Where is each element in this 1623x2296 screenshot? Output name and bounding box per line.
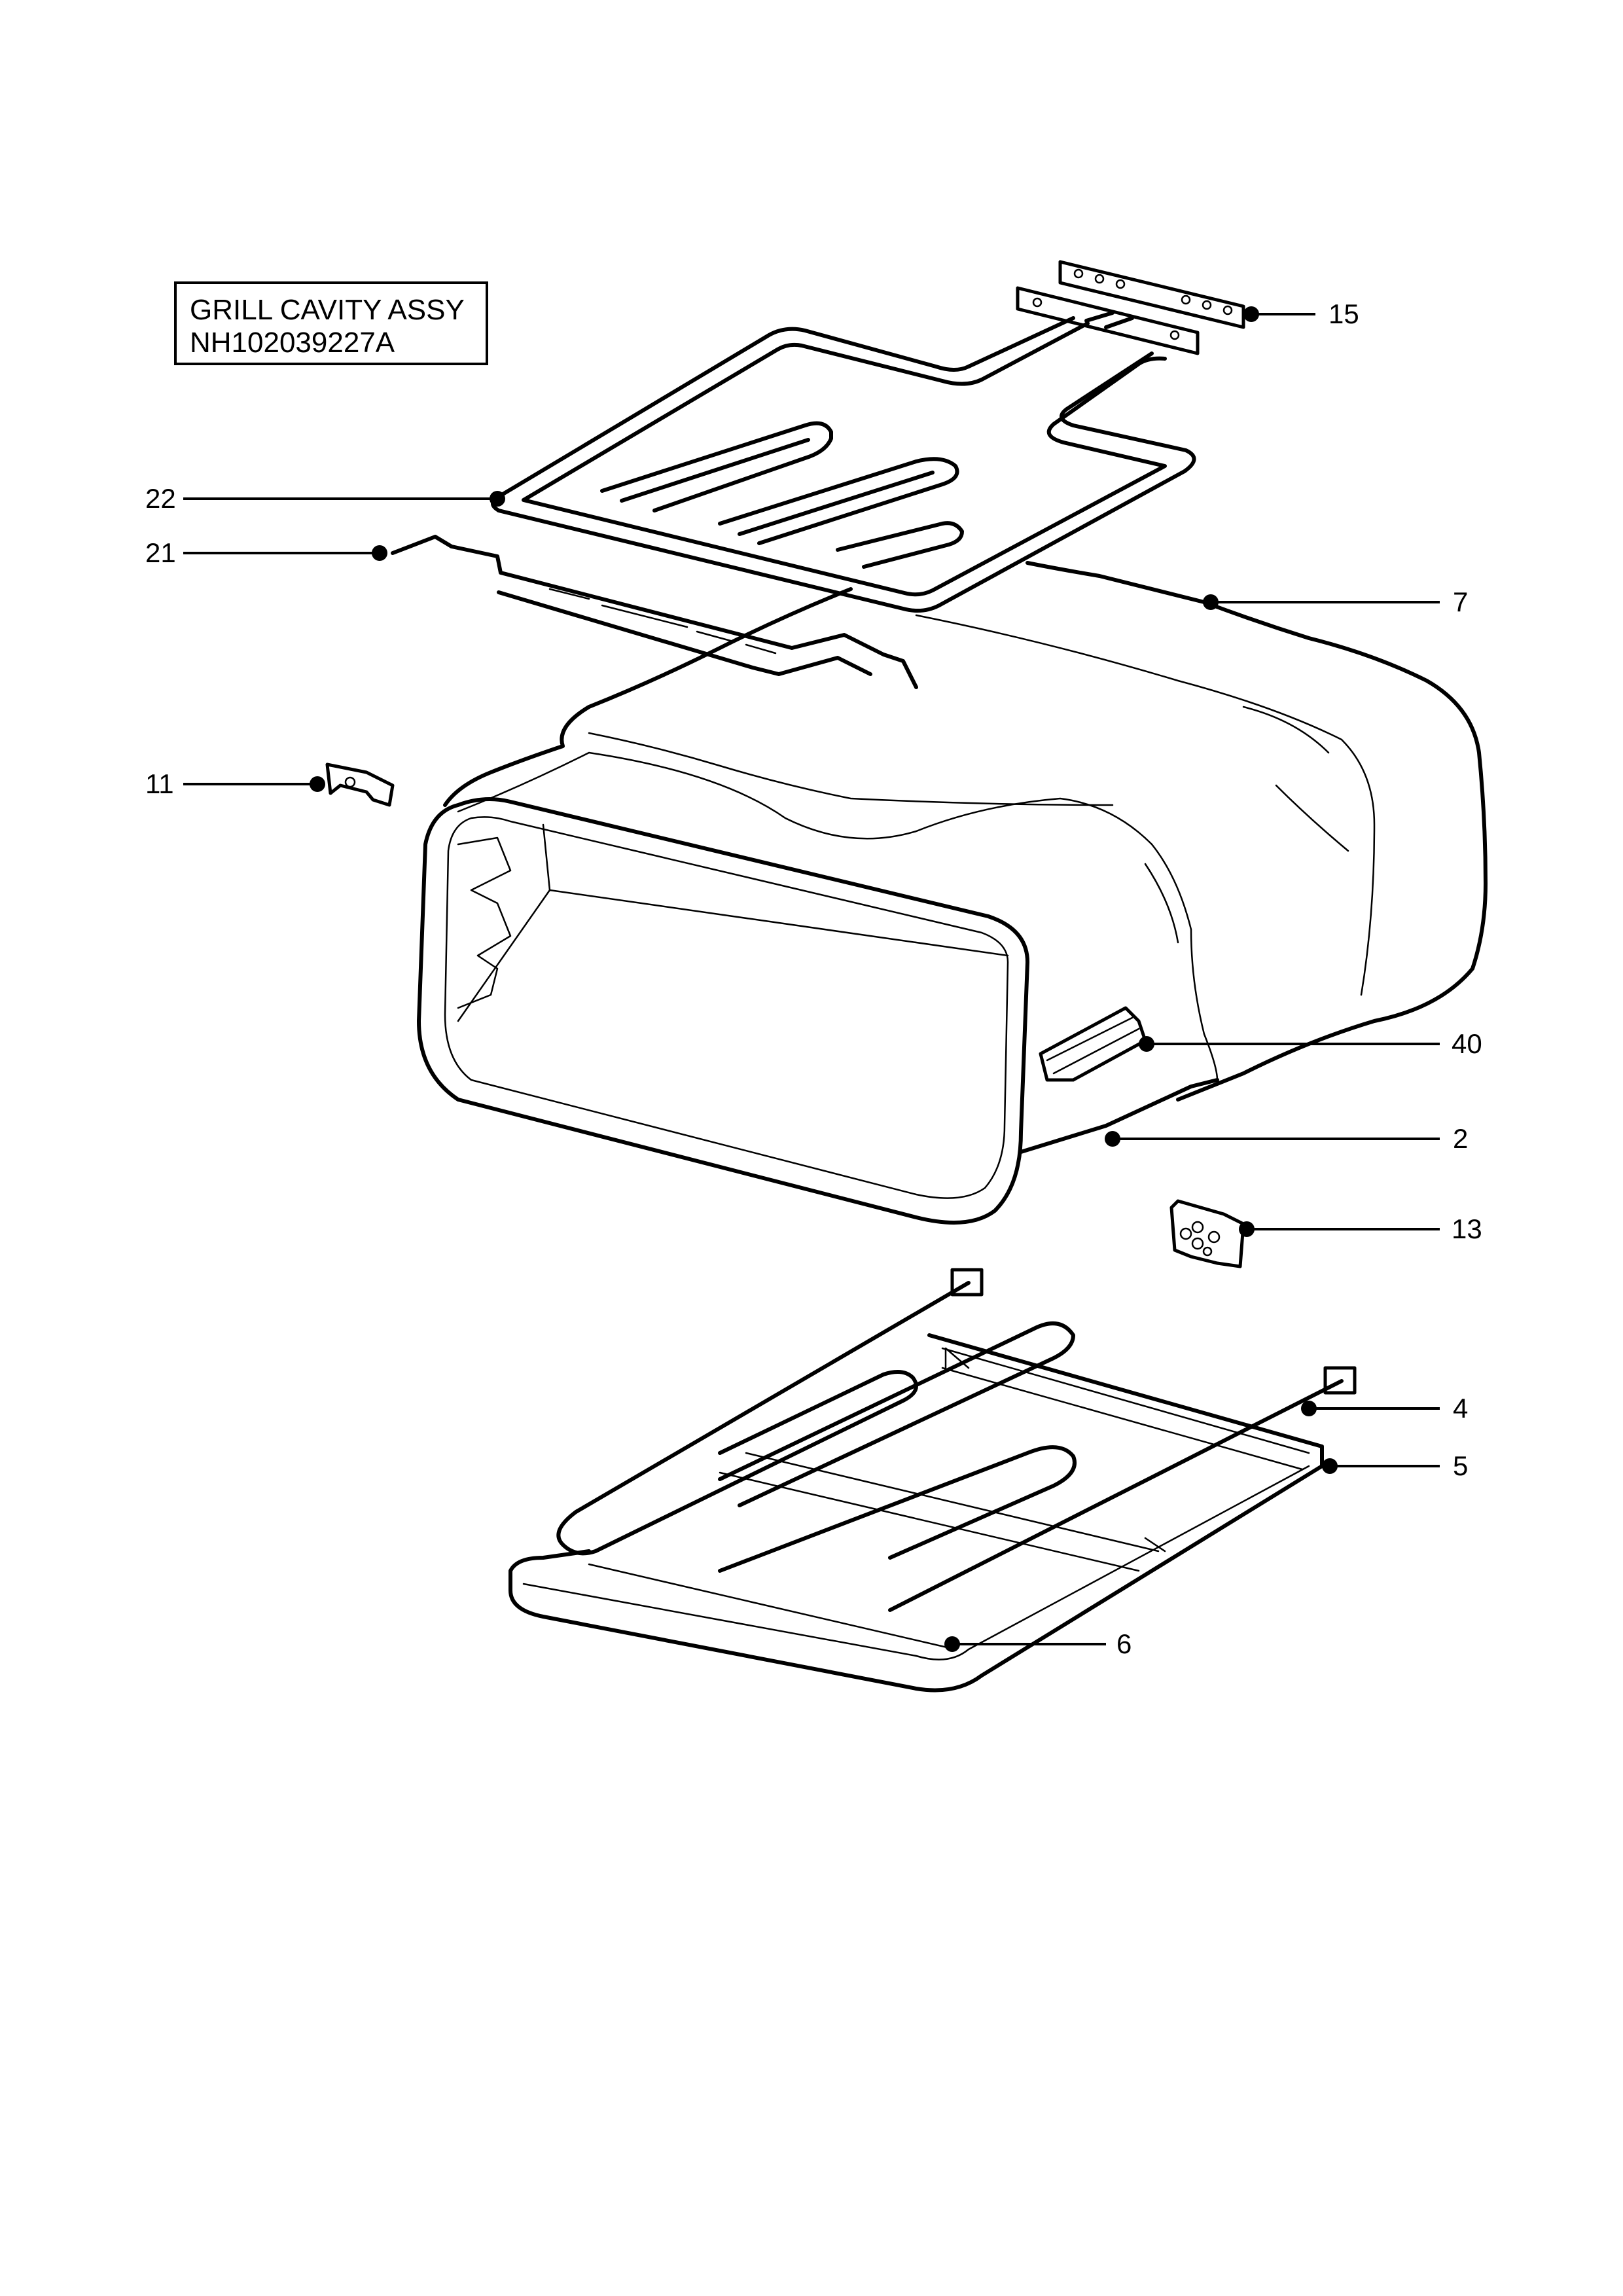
callout-label-6: 6 bbox=[1116, 1628, 1132, 1659]
insulation-part-7 bbox=[443, 561, 1488, 1102]
bracket-rail-part-21 bbox=[391, 535, 918, 689]
callout-label-11: 11 bbox=[145, 768, 174, 799]
callout-label-22: 22 bbox=[145, 483, 176, 514]
plate-part-13 bbox=[1169, 1199, 1245, 1268]
callout-15: 15 bbox=[1243, 298, 1359, 329]
title-line-1: GRILL CAVITY ASSY bbox=[190, 294, 465, 326]
bracket-part-40 bbox=[1039, 1006, 1147, 1082]
callout-label-7: 7 bbox=[1453, 586, 1468, 617]
bracket-part-11 bbox=[325, 762, 395, 807]
heating-element-part-4 bbox=[556, 1268, 1357, 1612]
grill-element-part-22 bbox=[491, 311, 1196, 613]
tray-part-5 bbox=[508, 1333, 1324, 1693]
callout-4: 4 bbox=[1301, 1393, 1468, 1424]
callout-21: 21 bbox=[145, 537, 387, 568]
callout-label-40: 40 bbox=[1452, 1028, 1482, 1059]
callout-13: 13 bbox=[1239, 1213, 1482, 1244]
callout-label-2: 2 bbox=[1453, 1123, 1468, 1154]
title-box: GRILL CAVITY ASSY NH102039227A bbox=[174, 281, 488, 365]
callout-2: 2 bbox=[1105, 1123, 1468, 1154]
title-line-2: NH102039227A bbox=[190, 327, 395, 359]
callout-label-5: 5 bbox=[1453, 1450, 1468, 1481]
terminal-block-part-15 bbox=[1016, 260, 1245, 355]
callout-6: 6 bbox=[944, 1628, 1132, 1659]
callout-label-15: 15 bbox=[1329, 298, 1359, 329]
callout-22: 22 bbox=[145, 483, 505, 514]
callout-11: 11 bbox=[145, 768, 325, 799]
callout-7: 7 bbox=[1203, 586, 1468, 617]
oven-cavity-part-2 bbox=[417, 797, 1219, 1225]
callout-label-4: 4 bbox=[1453, 1393, 1468, 1424]
callout-label-13: 13 bbox=[1452, 1213, 1482, 1244]
callout-40: 40 bbox=[1139, 1028, 1482, 1059]
callout-label-21: 21 bbox=[145, 537, 176, 568]
rod-part-6 bbox=[588, 1563, 957, 1651]
callout-5: 5 bbox=[1322, 1450, 1468, 1481]
